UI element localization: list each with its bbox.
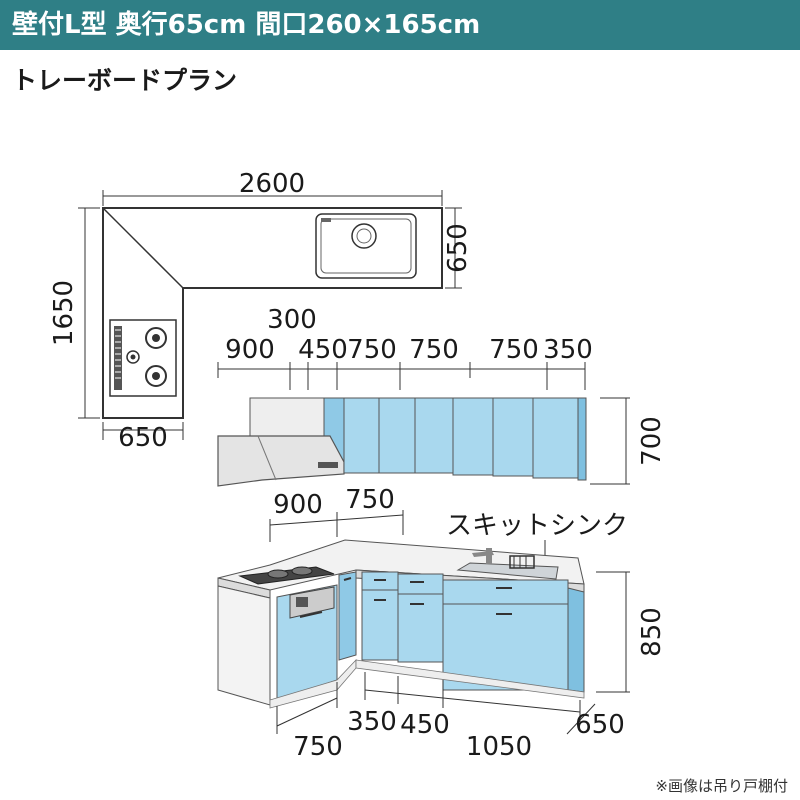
base-cabinets: 900 750 スキットシンク xyxy=(217,485,667,762)
wall-side-end xyxy=(577,397,587,481)
base-corner-door xyxy=(338,571,357,661)
header-bar: 壁付L型 奥行65cm 間口260×165cm xyxy=(0,0,800,50)
base-bottom-dim-750: 750 xyxy=(293,732,343,762)
sink-label: スキットシンク xyxy=(446,511,628,541)
plan-view: 2600 650 1650 650 xyxy=(49,169,473,453)
wall-dim-750a: 750 xyxy=(347,335,397,365)
range-hood xyxy=(217,435,345,487)
wall-dim-450: 450 xyxy=(298,335,348,365)
image-caption: ※画像は吊り戸棚付 xyxy=(655,777,788,795)
wall-door-4 xyxy=(452,397,494,476)
plan-stove xyxy=(109,319,177,397)
base-drawer-2 xyxy=(397,573,444,595)
plan-subtitle: トレーボードプラン xyxy=(12,66,238,95)
base-sink xyxy=(456,548,559,580)
base-end-panel xyxy=(567,587,585,693)
base-bottom-dim-450: 450 xyxy=(400,710,450,740)
plan-sink xyxy=(315,213,417,279)
base-door-2 xyxy=(397,593,444,663)
wall-dim-300: 300 xyxy=(267,305,317,335)
wall-door-5 xyxy=(492,397,534,477)
page-title: 壁付L型 奥行65cm 間口260×165cm xyxy=(12,10,481,40)
base-side-panel xyxy=(217,585,271,706)
wall-dim-750b: 750 xyxy=(409,335,459,365)
wall-door-6 xyxy=(532,397,579,479)
base-height-850: 850 xyxy=(637,607,667,657)
base-top-dim-750: 750 xyxy=(345,485,395,515)
plan-height-left: 1650 xyxy=(49,280,79,346)
plan-corner-line xyxy=(102,207,184,289)
wall-height-700: 700 xyxy=(637,416,667,466)
wall-dim-900: 900 xyxy=(225,335,275,365)
base-bottom-dim-1050: 1050 xyxy=(466,732,532,762)
wall-dim-350: 350 xyxy=(543,335,593,365)
oven-panel xyxy=(289,586,335,619)
plan-width-top: 2600 xyxy=(239,169,305,199)
wall-door-3 xyxy=(414,397,454,474)
base-bottom-dim-350: 350 xyxy=(347,707,397,737)
wall-dim-750c: 750 xyxy=(489,335,539,365)
wall-door-2 xyxy=(378,397,416,474)
plan-depth-right: 650 xyxy=(443,223,473,273)
base-top-dim-900: 900 xyxy=(273,490,323,520)
wall-corner-panel xyxy=(249,397,331,439)
wall-door-1 xyxy=(343,397,380,474)
base-door-1 xyxy=(361,589,399,661)
base-bottom-dim-650: 650 xyxy=(575,710,625,740)
wall-cabinets: 900 300 450 750 750 750 350 700 xyxy=(217,305,667,487)
base-drawer-3 xyxy=(442,579,569,605)
base-stove xyxy=(238,566,335,585)
plan-width-bottom: 650 xyxy=(118,423,168,453)
plan-dimensions xyxy=(78,190,462,440)
